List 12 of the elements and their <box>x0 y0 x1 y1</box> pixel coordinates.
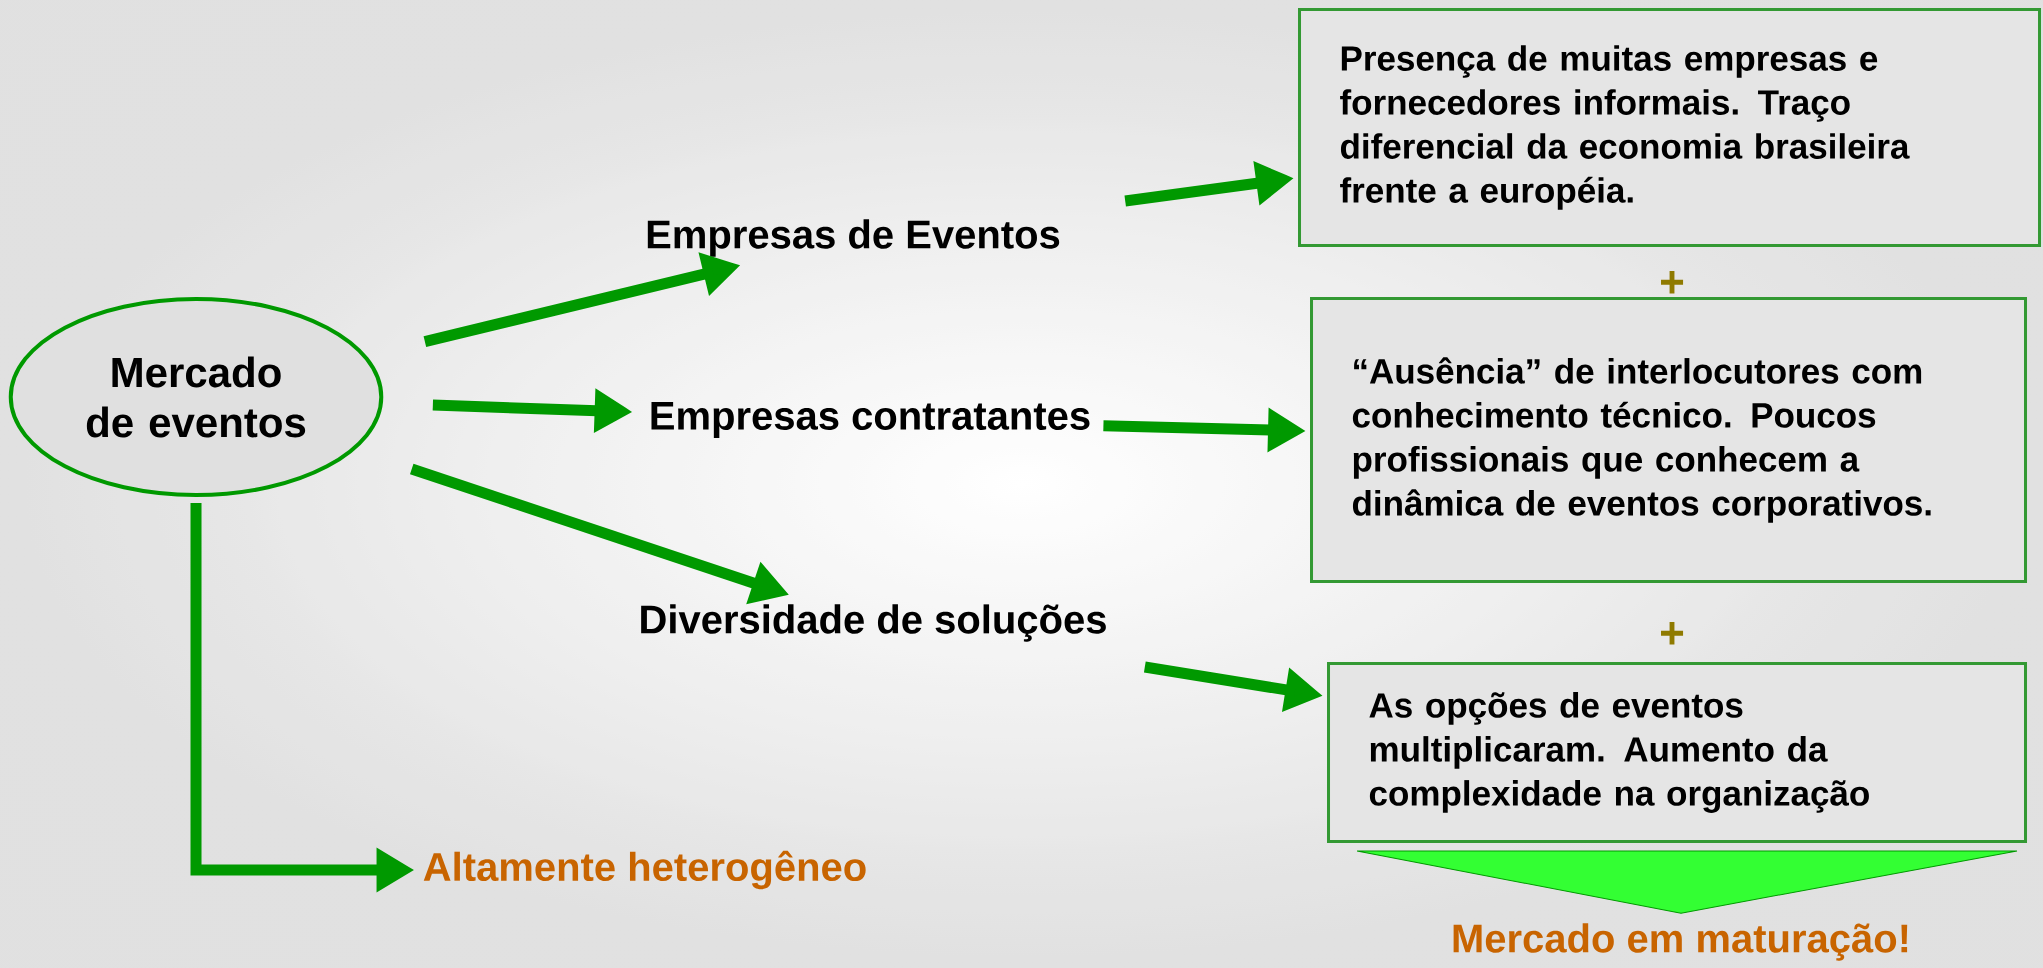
funnel-arrow <box>1356 850 2018 914</box>
plus-sign: + <box>1661 622 1684 645</box>
text-box: “Ausência” de interlocutores com conhecimento técnico. Poucos profissionais que conhecem a dinâmica de eventos corporativos. <box>1310 297 2027 583</box>
conclusion-text: Mercado em maturação! <box>1453 923 1908 961</box>
conclusion-text: Altamente heterogêneo <box>423 850 866 890</box>
text-box: Presença de muitas empresas e fornecedores informais. Traço diferencial da economia brasileira frente a européia. <box>1298 8 2041 247</box>
ellipse-node: Mercado de eventos <box>8 297 384 497</box>
topic-text: Diversidade de soluções <box>641 604 1106 642</box>
plus-sign: + <box>1661 271 1684 294</box>
text-box: As opções de eventos multiplicaram. Aumento da complexidade na organização <box>1327 662 2027 843</box>
topic-text: Empresas de Eventos <box>647 219 1060 257</box>
topic-text: Empresas contratantes <box>651 402 1090 438</box>
